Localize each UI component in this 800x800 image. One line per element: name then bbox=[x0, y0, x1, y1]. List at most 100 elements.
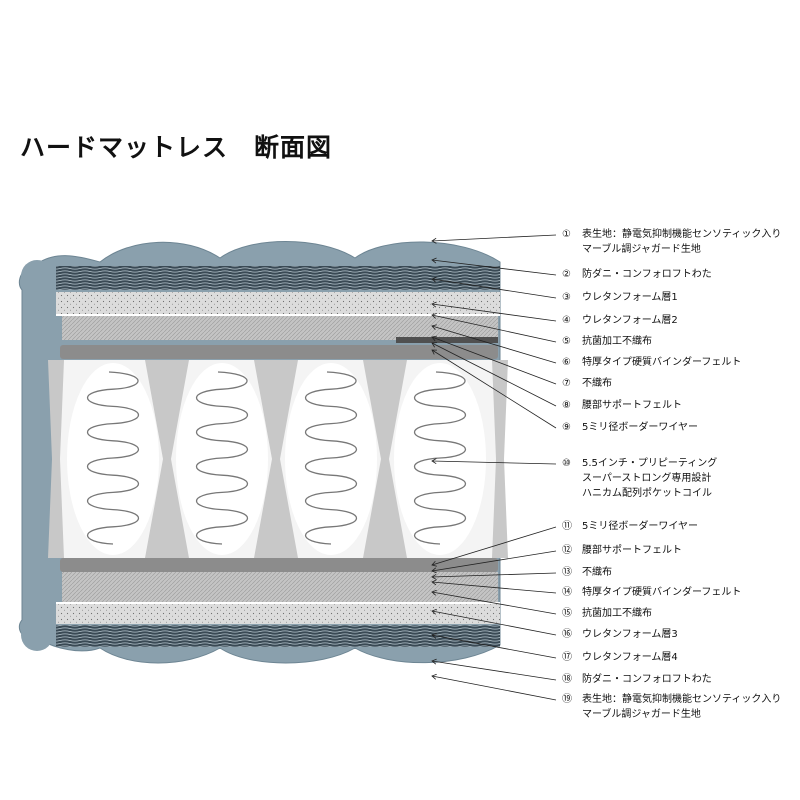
leader-line bbox=[431, 634, 557, 659]
layer-label: ⑩ 5.5インチ・プリピーティングスーパーストロング専用設計ハニカム配列ポケットコ… bbox=[562, 456, 717, 501]
layer-label-text: 不織布 bbox=[582, 567, 612, 578]
layer-number: ⑦ bbox=[562, 378, 571, 389]
leader-arrowhead bbox=[431, 342, 438, 348]
layer-label-text: 特厚タイプ硬質バインダーフェルト bbox=[582, 357, 742, 368]
pocket-divider bbox=[254, 360, 298, 558]
layer-label: ⑧ 腰部サポートフェルト bbox=[562, 398, 682, 413]
coil-spring bbox=[413, 371, 467, 545]
page-title: ハードマットレス 断面図 bbox=[20, 133, 333, 162]
layer-label: ⑱ 防ダニ・コンフォロフトわた bbox=[562, 672, 712, 687]
leader-line bbox=[431, 314, 557, 343]
layer-number: ⑲ bbox=[562, 694, 572, 705]
coil-spring bbox=[86, 371, 140, 545]
layer-label-text: ウレタンフォーム層1 bbox=[582, 292, 678, 303]
leader-arrowhead bbox=[431, 658, 437, 665]
layer-label-text: 5ミリ径ボーダーワイヤー bbox=[582, 422, 699, 433]
layer-label: ⑰ ウレタンフォーム層4 bbox=[562, 650, 678, 665]
leader-line bbox=[431, 278, 557, 299]
layer-label-text: 防ダニ・コンフォロフトわた bbox=[582, 674, 712, 685]
leader-arrowhead bbox=[431, 301, 437, 308]
leader-arrowhead bbox=[431, 237, 437, 244]
leader-line bbox=[431, 303, 557, 322]
pocket-divider bbox=[48, 360, 64, 558]
leader-line bbox=[431, 460, 557, 465]
bottom-foam-layer-3 bbox=[62, 572, 498, 602]
leader-lines bbox=[431, 234, 557, 701]
leader-line bbox=[431, 259, 557, 276]
layer-label: ⑲ 表生地：静電気抑制機能センソティック入りマーブル調ジャガード生地 bbox=[562, 692, 781, 722]
leader-line bbox=[431, 342, 557, 407]
layer-number: ⑯ bbox=[562, 629, 572, 640]
leader-arrowhead bbox=[431, 673, 437, 680]
layer-label-text: ウレタンフォーム層4 bbox=[582, 652, 678, 663]
layer-label-text: ハニカム配列ポケットコイル bbox=[582, 488, 712, 499]
layer-number: ⑱ bbox=[562, 674, 572, 685]
leader-line bbox=[431, 572, 557, 578]
layer-number: ⑬ bbox=[562, 567, 572, 578]
layer-label-text: 5ミリ径ボーダーワイヤー bbox=[582, 521, 699, 532]
leader-line bbox=[431, 660, 557, 681]
layer-number: ③ bbox=[562, 292, 571, 303]
layer-label-text: 抗菌加工不織布 bbox=[582, 608, 652, 619]
layer-number: ⑪ bbox=[562, 521, 572, 532]
leader-arrowhead bbox=[431, 313, 437, 319]
layer-label-text: ウレタンフォーム層3 bbox=[582, 629, 678, 640]
layer-number: ⑩ bbox=[562, 458, 571, 469]
pocket-divider bbox=[145, 360, 189, 558]
layer-label-text: ウレタンフォーム層2 bbox=[582, 315, 678, 326]
top-lumbar-felt bbox=[396, 337, 498, 343]
layer-label-text: マーブル調ジャガード生地 bbox=[582, 244, 701, 255]
layer-number: ① bbox=[562, 229, 571, 240]
leader-arrowhead bbox=[431, 573, 437, 580]
leader-arrowhead bbox=[431, 349, 438, 355]
cover-bead-top bbox=[21, 260, 53, 292]
top-binder-felt bbox=[60, 345, 498, 359]
layer-label: ③ ウレタンフォーム層1 bbox=[562, 290, 678, 305]
pocket-coils bbox=[86, 371, 467, 545]
layer-label-text: 腰部サポートフェルト bbox=[582, 545, 682, 556]
leader-arrowhead bbox=[431, 579, 437, 586]
layer-label: ⑪ 5ミリ径ボーダーワイヤー bbox=[562, 519, 698, 534]
leader-line bbox=[431, 675, 557, 701]
layer-number: ⑭ bbox=[562, 587, 572, 598]
layer-number: ⑫ bbox=[562, 545, 572, 556]
layer-label: ⑬ 不織布 bbox=[562, 565, 612, 580]
leader-arrowhead bbox=[431, 567, 437, 574]
leader-line bbox=[431, 550, 557, 572]
layer-number: ④ bbox=[562, 315, 571, 326]
leader-line bbox=[431, 610, 557, 636]
coil-spring bbox=[195, 371, 249, 545]
leader-arrowhead bbox=[431, 589, 437, 596]
leader-arrowhead bbox=[431, 632, 437, 639]
leader-line bbox=[431, 581, 557, 594]
layer-number: ⑮ bbox=[562, 608, 572, 619]
leader-arrowhead bbox=[431, 276, 437, 283]
layer-label-text: 抗菌加工不織布 bbox=[582, 336, 652, 347]
cover-bead-bottom bbox=[21, 619, 53, 651]
layer-label-text: マーブル調ジャガード生地 bbox=[582, 709, 701, 720]
layer-label-text: 表生地：静電気抑制機能センソティック入り bbox=[582, 694, 782, 705]
bottom-foam-layer-4 bbox=[56, 604, 500, 624]
leader-arrowhead bbox=[431, 608, 437, 615]
top-foam-layer-1 bbox=[56, 292, 500, 314]
pocket-divider bbox=[492, 360, 508, 558]
layer-label-text: 腰部サポートフェルト bbox=[582, 400, 682, 411]
layer-label: ④ ウレタンフォーム層2 bbox=[562, 313, 678, 328]
layer-label-text: 防ダニ・コンフォロフトわた bbox=[582, 269, 712, 280]
layer-number: ⑰ bbox=[562, 652, 572, 663]
layer-label-text: スーパーストロング専用設計 bbox=[582, 473, 712, 484]
leader-line bbox=[431, 336, 557, 385]
coil-spring bbox=[304, 371, 358, 545]
leader-line bbox=[431, 325, 557, 364]
layer-number: ⑧ bbox=[562, 400, 571, 411]
layer-label-text: 5.5インチ・プリピーティング bbox=[582, 458, 718, 469]
